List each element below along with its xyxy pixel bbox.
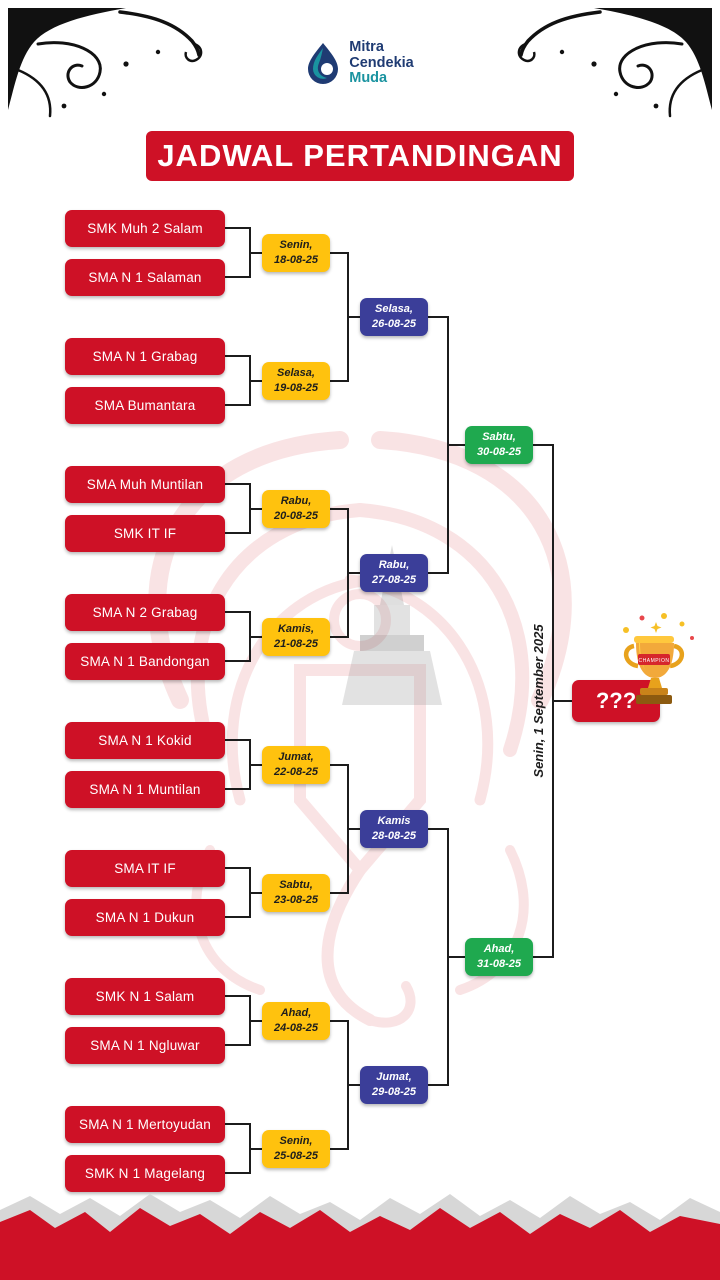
page-title: JADWAL PERTANDINGAN	[146, 131, 574, 181]
match-date-box: Rabu, 20-08-25	[262, 490, 330, 528]
match-date-box: Selasa, 26-08-25	[360, 298, 428, 336]
match-date: 24-08-25	[273, 1022, 319, 1034]
logo: Mitra Cendekia Muda	[0, 39, 720, 87]
match-day: Kamis,	[277, 623, 315, 636]
match-day: Rabu,	[378, 559, 410, 572]
team-box: SMK N 1 Salam	[65, 978, 225, 1015]
match-day: Ahad,	[280, 1007, 312, 1020]
match-date-box: Kamis 28-08-25	[360, 810, 428, 848]
match-date: 31-08-25	[476, 958, 522, 970]
team-box: SMA N 1 Grabag	[65, 338, 225, 375]
match-date: 28-08-25	[371, 830, 417, 842]
match-date: 26-08-25	[371, 318, 417, 330]
logo-line-1: Mitra	[349, 39, 384, 55]
match-day: Senin,	[279, 239, 313, 252]
team-box: SMA N 1 Mertoyudan	[65, 1106, 225, 1143]
final-date-vertical: Senin, 1 September 2025	[531, 624, 546, 778]
match-date-box: Senin, 25-08-25	[262, 1130, 330, 1168]
match-day: Rabu,	[280, 495, 312, 508]
team-box: SMA N 1 Kokid	[65, 722, 225, 759]
logo-drop-icon	[308, 43, 339, 85]
team-box: SMA N 1 Muntilan	[65, 771, 225, 808]
match-day: Sabtu,	[279, 879, 313, 892]
match-date-box: Rabu, 27-08-25	[360, 554, 428, 592]
team-box: SMA N 1 Dukun	[65, 899, 225, 936]
team-box: SMK IT IF	[65, 515, 225, 552]
team-box: SMK Muh 2 Salam	[65, 210, 225, 247]
match-day: Jumat,	[376, 1071, 412, 1084]
team-box: SMK N 1 Magelang	[65, 1155, 225, 1192]
match-date: 21-08-25	[273, 638, 319, 650]
team-box: SMA Muh Muntilan	[65, 466, 225, 503]
match-date: 18-08-25	[273, 254, 319, 266]
match-date: 19-08-25	[273, 382, 319, 394]
team-box: SMA N 2 Grabag	[65, 594, 225, 631]
match-date: 27-08-25	[371, 574, 417, 586]
match-date: 20-08-25	[273, 510, 319, 522]
match-day: Senin,	[279, 1135, 313, 1148]
match-date: 25-08-25	[273, 1150, 319, 1162]
match-day: Ahad,	[483, 943, 515, 956]
match-date-box: Jumat, 29-08-25	[360, 1066, 428, 1104]
match-date: 30-08-25	[476, 446, 522, 458]
match-date-box: Sabtu, 23-08-25	[262, 874, 330, 912]
team-box: SMA N 1 Bandongan	[65, 643, 225, 680]
match-date-box: Ahad, 24-08-25	[262, 1002, 330, 1040]
match-date: 23-08-25	[273, 894, 319, 906]
match-date-box: Jumat, 22-08-25	[262, 746, 330, 784]
match-date-box: Senin, 18-08-25	[262, 234, 330, 272]
final-placeholder-box: ???	[572, 680, 660, 722]
match-date: 29-08-25	[371, 1086, 417, 1098]
logo-line-2: Cendekia	[349, 54, 414, 71]
team-box: SMA Bumantara	[65, 387, 225, 424]
match-date-box: Selasa, 19-08-25	[262, 362, 330, 400]
match-date: 22-08-25	[273, 766, 319, 778]
match-day: Selasa,	[277, 367, 315, 380]
logo-line-3: Muda	[349, 70, 388, 87]
match-day: Jumat,	[278, 751, 314, 764]
match-day: Selasa,	[375, 303, 413, 316]
team-box: SMA IT IF	[65, 850, 225, 887]
match-date-box: Kamis, 21-08-25	[262, 618, 330, 656]
team-box: SMA N 1 Ngluwar	[65, 1027, 225, 1064]
match-day: Sabtu,	[482, 431, 516, 444]
match-date-box: Ahad, 31-08-25	[465, 938, 533, 976]
team-box: SMA N 1 Salaman	[65, 259, 225, 296]
match-day: Kamis	[377, 815, 411, 828]
match-date-box: Sabtu, 30-08-25	[465, 426, 533, 464]
